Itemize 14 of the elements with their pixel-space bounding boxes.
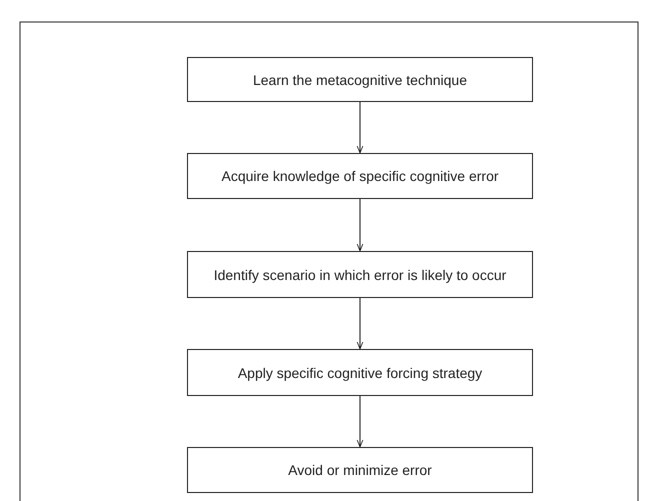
process-box <box>187 251 533 298</box>
process-box <box>187 57 533 102</box>
process-box <box>187 447 533 493</box>
step-text: Avoid or minimize error <box>287 462 433 478</box>
step-text: Acquire knowledge of specific cognitive error <box>220 168 500 184</box>
process-box <box>187 349 533 396</box>
arrow <box>356 396 364 448</box>
step-text: Learn the metacognitive technique <box>252 72 468 88</box>
step-text: Identify scenario in which error is likely to occur <box>212 266 508 282</box>
step-text: Apply specific cognitive forcing strategy <box>236 364 484 380</box>
arrow <box>356 102 364 154</box>
process-box <box>187 153 533 199</box>
arrow <box>356 298 364 350</box>
arrow <box>356 198 364 252</box>
